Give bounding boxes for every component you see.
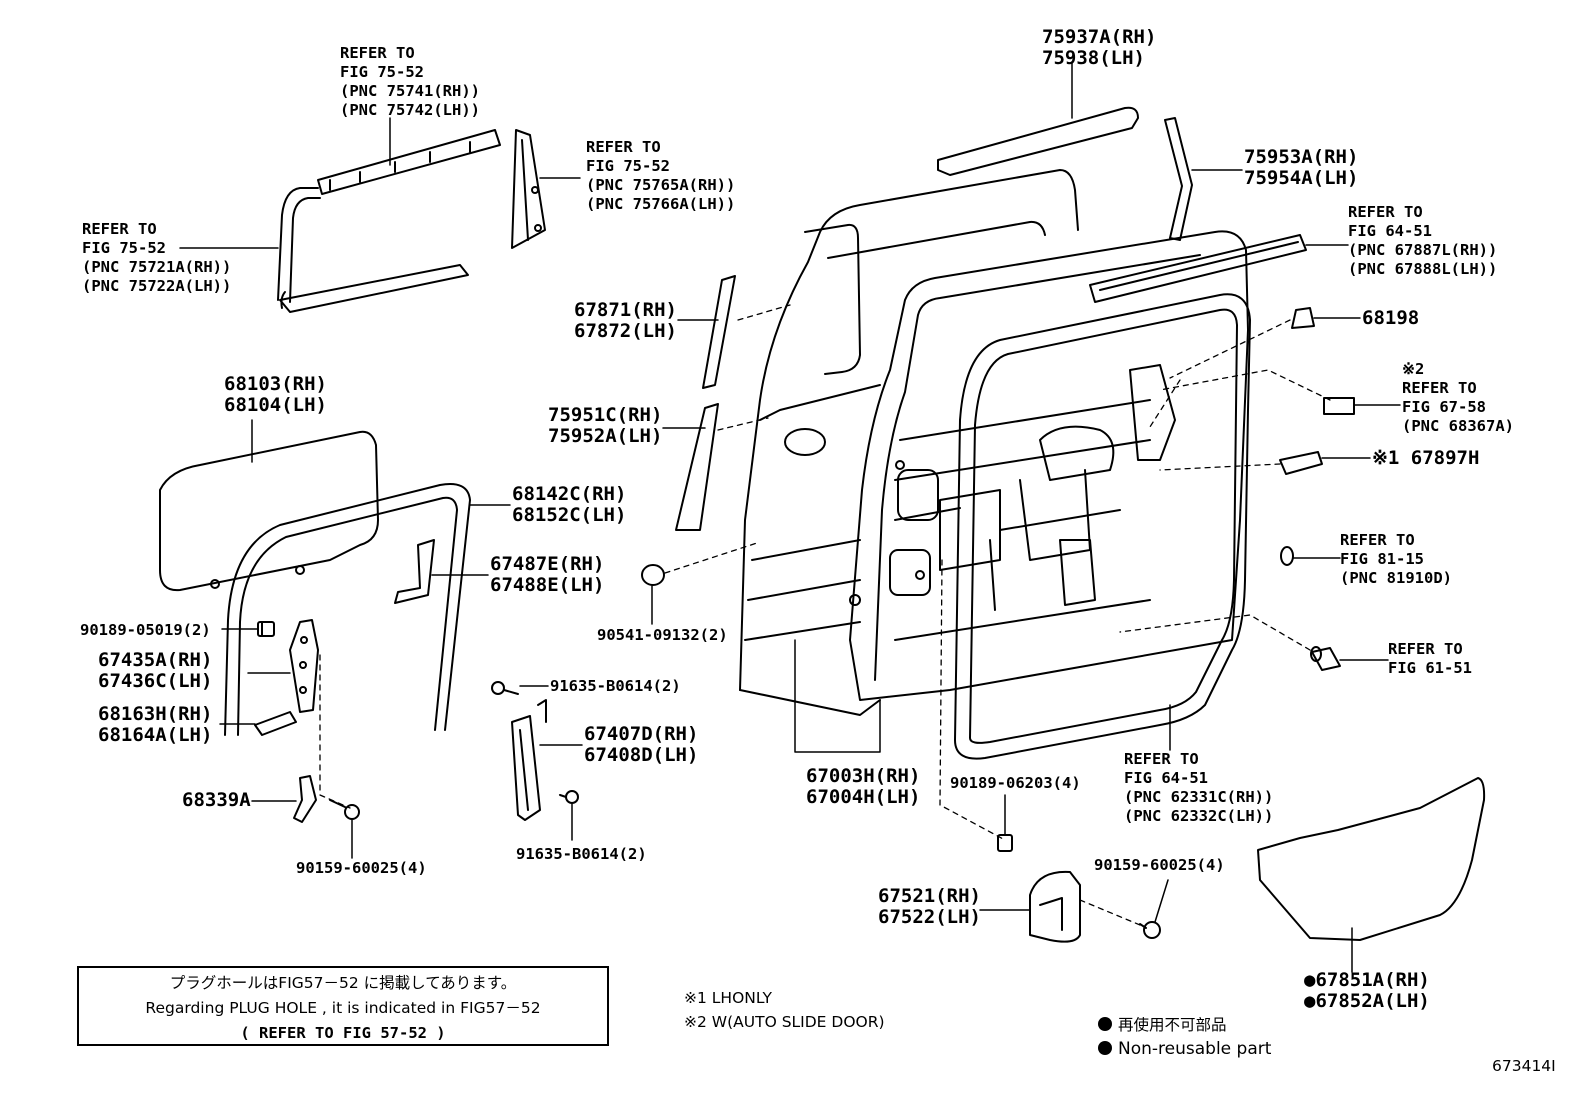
label-67521: 67521(RH)67522(LH) <box>878 885 981 928</box>
roof-moulding <box>937 106 1139 176</box>
note-lh-only: ※1 LHONLY <box>684 989 772 1007</box>
bullet-icon <box>1098 1017 1112 1031</box>
label-75953a: 75953A(RH)75954A(LH) <box>1244 146 1359 189</box>
door-panel-outer <box>739 169 1079 716</box>
grommet-90541 <box>641 564 665 586</box>
switch-6151 <box>1310 646 1341 671</box>
label-67487e: 67487E(RH)67488E(LH) <box>490 553 605 596</box>
lower-channel-rear <box>511 699 547 821</box>
plug-hole-note: プラグホールはFIG57－52 に掲載してあります。 Regarding PLU… <box>77 966 609 1046</box>
cushion-68198 <box>1291 307 1315 329</box>
switch-68367 <box>1323 397 1355 415</box>
legend-non-reusable-en: Non-reusable part <box>1098 1037 1271 1061</box>
diagram-id: 673414I <box>1492 1057 1556 1075</box>
label-90189-05019: 90189-05019(2) <box>80 621 211 639</box>
lower-channel-front <box>394 539 435 604</box>
door-inner-frame <box>849 230 1249 701</box>
label-90189-06203: 90189-06203(4) <box>950 774 1081 792</box>
weatherstrip-62331 <box>954 293 1251 760</box>
label-68163h: 68163H(RH)68164A(LH) <box>98 703 213 746</box>
door-glass <box>159 430 379 592</box>
label-67435a: 67435A(RH)67436C(LH) <box>98 649 213 692</box>
upper-rail <box>1089 234 1307 303</box>
division-bar <box>511 129 546 249</box>
regulator-bracket <box>289 619 319 713</box>
glass-run <box>224 483 471 736</box>
bolt-90159-left <box>329 799 360 820</box>
label-67871: 67871(RH)67872(LH) <box>574 299 677 342</box>
legend-non-reusable-jp: 再使用不可部品 <box>1098 1013 1227 1037</box>
bolt-91635-upper <box>491 681 519 695</box>
sash-67871 <box>702 275 736 389</box>
label-75937a: 75937A(RH)75938(LH) <box>1042 26 1157 69</box>
window-run-upper <box>277 129 501 313</box>
protector-67897 <box>1279 451 1323 475</box>
bolt-91635-lower <box>559 790 579 804</box>
note-auto-slide-door: ※2 W(AUTO SLIDE DOOR) <box>684 1013 885 1031</box>
clip-90189 <box>257 621 275 637</box>
service-hole-cover <box>1257 777 1486 941</box>
label-68198: 68198 <box>1362 307 1420 329</box>
stopper-68163 <box>254 711 297 736</box>
label-91635-upper: 91635-B0614(2) <box>550 677 681 695</box>
label-91635-lower: 91635-B0614(2) <box>516 845 647 863</box>
pillar-moulding <box>1164 117 1193 241</box>
label-68103: 68103(RH)68104(LH) <box>224 373 327 416</box>
hinge-cover <box>1029 870 1081 943</box>
label-90159-right: 90159-60025(4) <box>1094 856 1225 874</box>
label-67003h: 67003H(RH)67004H(LH) <box>806 765 921 808</box>
bullet-icon <box>1098 1041 1112 1055</box>
label-68339a: 68339A <box>182 789 251 811</box>
label-90159-left: 90159-60025(4) <box>296 859 427 877</box>
label-75951c: 75951C(RH)75952A(LH) <box>548 404 663 447</box>
bracket-68339 <box>293 775 317 823</box>
label-68142c: 68142C(RH)68152C(LH) <box>512 483 627 526</box>
light-81910 <box>1280 546 1294 566</box>
label-67851a: ●67851A(RH)●67852A(LH) <box>1304 969 1430 1012</box>
bolt-90159-right <box>1139 921 1161 939</box>
garnish-75951 <box>675 403 719 531</box>
label-67407d: 67407D(RH)67408D(LH) <box>584 723 699 766</box>
label-90541-09132: 90541-09132(2) <box>597 626 728 644</box>
label-67897h: ※1 67897H <box>1372 447 1480 469</box>
